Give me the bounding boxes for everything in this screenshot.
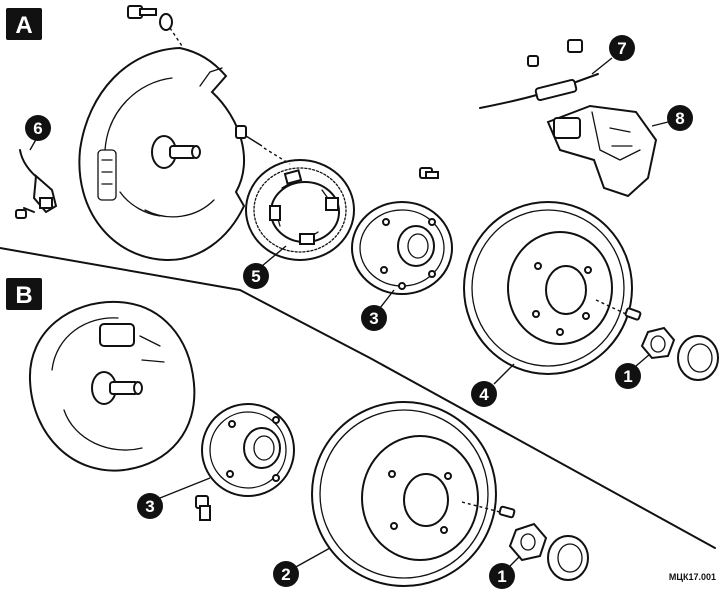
brake-backing-plate: [78, 46, 246, 262]
grease-cap-upper: [677, 335, 719, 381]
svg-text:B: B: [15, 282, 32, 309]
brake-disc: [463, 201, 633, 375]
drum-brake-backing-plate: [28, 300, 196, 472]
wheel-hub-rear: [201, 403, 295, 497]
svg-text:6: 6: [33, 119, 42, 138]
wheel-hub-front: [351, 201, 453, 295]
svg-text:A: A: [15, 12, 32, 39]
hub-bolt-upper: [419, 167, 439, 179]
svg-text:1: 1: [497, 567, 506, 586]
section-divider-line: [0, 247, 716, 549]
handbrake-cable: [479, 39, 599, 109]
callout-3-upper: 3: [361, 289, 395, 331]
svg-text:3: 3: [145, 497, 154, 516]
svg-text:4: 4: [479, 385, 489, 404]
svg-text:8: 8: [675, 109, 684, 128]
callout-6: 6: [25, 115, 51, 151]
callout-5: 5: [243, 245, 287, 289]
callout-7: 7: [591, 35, 635, 75]
tone-ring-screw: [235, 125, 291, 165]
svg-text:1: 1: [623, 367, 632, 386]
section-a-badge: A: [6, 8, 42, 40]
hub-nut-lower: [508, 522, 548, 562]
backing-plate-bolt: [127, 5, 183, 47]
svg-text:7: 7: [617, 39, 626, 58]
grease-cap-lower: [547, 535, 589, 581]
callout-3-lower: 3: [137, 477, 211, 519]
abs-tone-ring: [245, 159, 355, 261]
hub-bolt-lower: [195, 495, 211, 521]
svg-text:3: 3: [369, 309, 378, 328]
callout-4: 4: [471, 363, 515, 407]
callout-2: 2: [273, 547, 331, 587]
callout-1-upper: 1: [615, 353, 651, 389]
section-b-badge: B: [6, 278, 42, 310]
svg-text:2: 2: [281, 565, 290, 584]
drum-retaining-screw: [498, 505, 516, 519]
callout-1-lower: 1: [489, 555, 521, 589]
disc-retaining-screw: [624, 307, 642, 321]
brake-caliper: [546, 104, 658, 198]
callout-8: 8: [651, 105, 693, 131]
figure-code: МЦК17.001: [669, 572, 716, 582]
abs-wheel-speed-sensor: [15, 149, 58, 219]
brake-drum: [311, 401, 501, 587]
hub-nut-upper: [640, 326, 676, 360]
svg-text:5: 5: [251, 267, 260, 286]
